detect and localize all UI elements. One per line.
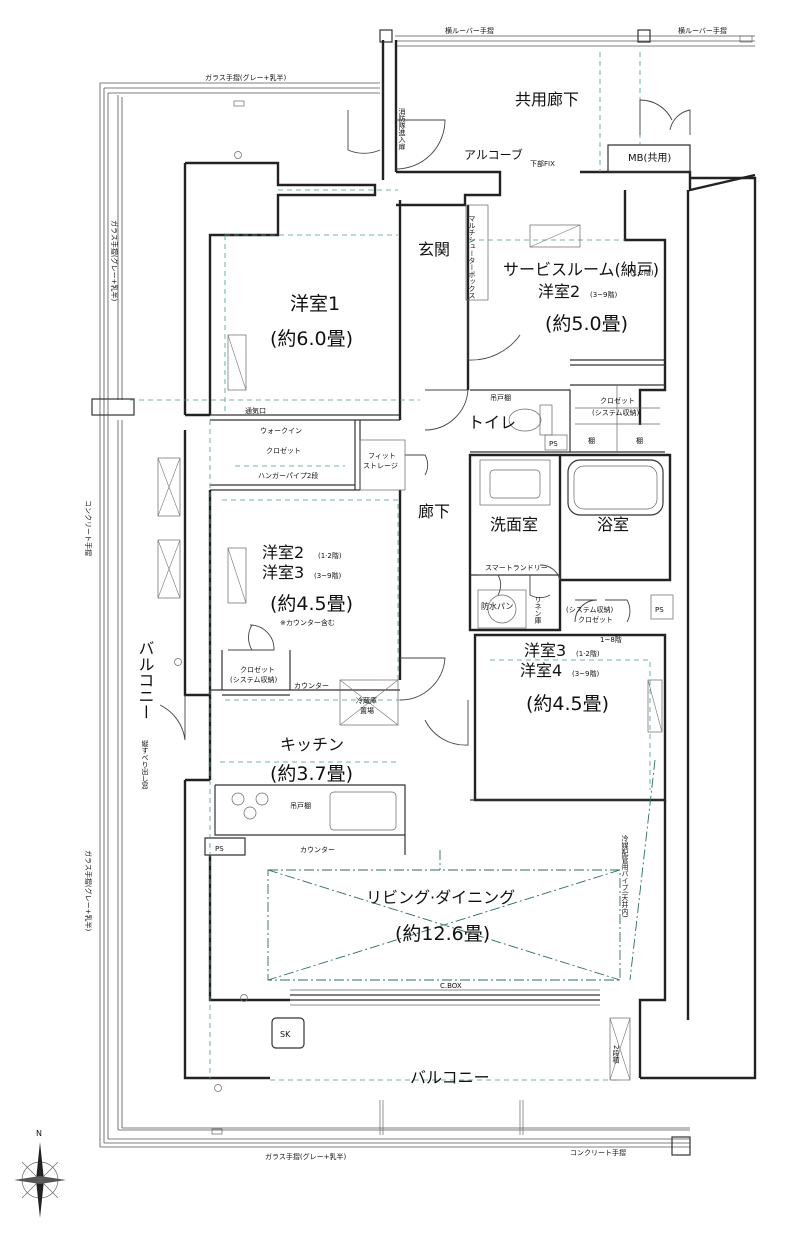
western-room-2b-label: 洋室2 bbox=[538, 282, 580, 301]
western-room-3a-floors: (3~9階) bbox=[314, 571, 342, 580]
counter-included-note: ※カウンター含む bbox=[280, 618, 335, 627]
western-room-4-area: (約4.5畳) bbox=[526, 693, 609, 715]
concrete-railing-bottom: コンクリート手摺 bbox=[570, 1148, 626, 1157]
common-corridor-label: 共用廊下 bbox=[515, 90, 579, 109]
walkin-label: ウォークイン bbox=[260, 427, 302, 435]
western-room-2a-label: 洋室2 bbox=[262, 543, 304, 562]
kitchen-area: (約3.7畳) bbox=[270, 763, 353, 785]
hallway-label: 廊下 bbox=[418, 502, 450, 521]
western-room-3b-floors: (1·2階) bbox=[576, 649, 600, 658]
smart-laundry-label: スマートランドリー bbox=[485, 564, 548, 572]
glass-railing-bottom: ガラス手摺(グレー+乳半) bbox=[265, 1152, 346, 1161]
glass-railing-left-upper: ガラス手摺(グレー+乳半) bbox=[110, 220, 119, 301]
refrigerant-pipe-label: 冷媒配管用パイプ(天井内) bbox=[621, 834, 629, 918]
entrance-label: 玄関 bbox=[418, 240, 450, 259]
western-room-2a-floors: (1·2階) bbox=[318, 551, 342, 560]
right-ps-label: PS bbox=[655, 606, 664, 614]
western-room-4-label: 洋室4 bbox=[520, 661, 562, 680]
glass-railing-left-lower: ガラス手摺(グレー+乳半) bbox=[84, 850, 93, 931]
walkin-closet-label: クロゼット bbox=[266, 446, 301, 455]
western-room-1-area: (約6.0畳) bbox=[270, 328, 353, 350]
dashed-guides bbox=[130, 52, 651, 1081]
toilet-cabinet-label: 吊戸棚 bbox=[490, 393, 511, 402]
cbox-label: C.BOX bbox=[440, 982, 462, 990]
service-room-floors: (1·2階) bbox=[630, 268, 654, 277]
washroom-label: 洗面室 bbox=[490, 515, 538, 534]
doors bbox=[159, 99, 691, 746]
western-room-2b-floors: (3~9階) bbox=[590, 290, 618, 299]
kitchen-label: キッチン bbox=[280, 735, 344, 754]
fridge-label-2: 置場 bbox=[360, 706, 374, 715]
linen-storage-label: リネン庫 bbox=[534, 596, 542, 625]
left-closet-label-2: (システム収納) bbox=[230, 675, 278, 684]
alcove-label: アルコーブ bbox=[464, 147, 523, 162]
western-room-3b-label: 洋室3 bbox=[524, 641, 566, 660]
multi-chute-label: マルチシューターボックス bbox=[468, 215, 476, 299]
walls bbox=[183, 40, 757, 1080]
glass-railing-top: ガラス手摺(グレー+乳半) bbox=[205, 73, 286, 82]
casement-window-label: 縦すべり出し窓 bbox=[141, 739, 149, 789]
kitchen-cabinet-label: 吊戸棚 bbox=[290, 801, 311, 810]
vent-label: 通気口 bbox=[245, 406, 266, 415]
toilet-ps-label: PS bbox=[549, 440, 558, 448]
right-closet-label-2: クロゼット bbox=[578, 615, 613, 624]
floor-note-label: 1~8階 bbox=[600, 635, 622, 644]
left-balcony-label: バルコニー bbox=[136, 640, 155, 720]
western-room-3a-label: 洋室3 bbox=[262, 563, 304, 582]
bottom-balcony-label: バルコニー bbox=[410, 1068, 490, 1087]
service-closet-label-1: クロゼット bbox=[600, 396, 635, 405]
toilet-label: トイレ bbox=[468, 413, 516, 432]
left-closet-label-1: クロゼット bbox=[240, 665, 275, 674]
mb-label: MB(共用) bbox=[628, 152, 671, 164]
sk-label: SK bbox=[280, 1030, 291, 1039]
louver-railing-left: 横ルーバー手摺 bbox=[445, 26, 494, 35]
western-room-2a-area: (約4.5畳) bbox=[270, 593, 353, 615]
labels: 横ルーバー手摺 横ルーバー手摺 ガラス手摺(グレー+乳半) ガラス手摺(グレー+… bbox=[84, 26, 727, 1161]
service-room-area: (約5.0畳) bbox=[545, 313, 628, 335]
kitchen-ps-label: PS bbox=[215, 845, 224, 853]
two-stack-label: 2段積 bbox=[612, 1045, 620, 1065]
shelf-left-label: 棚 bbox=[588, 436, 595, 445]
concrete-railing-left: コンクリート手摺 bbox=[84, 500, 93, 556]
fridge-label-1: 冷蔵庫 bbox=[356, 696, 377, 705]
louver-railing-right: 横ルーバー手摺 bbox=[678, 26, 727, 35]
kitchen-counter-label: カウンター bbox=[300, 845, 335, 854]
living-dining-label: リビング·ダイニング bbox=[366, 888, 515, 907]
waterproof-pan-label: 防水パン bbox=[481, 601, 513, 611]
shelf-right-label: 棚 bbox=[636, 436, 643, 445]
fixtures bbox=[157, 151, 664, 1135]
bathroom-label: 浴室 bbox=[597, 515, 629, 534]
compass-north-label: N bbox=[36, 1129, 42, 1138]
service-room-label: サービスルーム(納戸) bbox=[503, 260, 659, 279]
western-room-4-floors: (3~9階) bbox=[572, 669, 600, 678]
service-closet-label-2: (システム収納) bbox=[592, 408, 640, 417]
fit-storage-label-1: フィット bbox=[368, 452, 396, 460]
right-closet-label-1: (システム収納) bbox=[566, 605, 614, 614]
living-dining-area: (約12.6畳) bbox=[395, 923, 490, 945]
lower-fix-label: 下部FIX bbox=[530, 159, 555, 168]
western-room-1-label: 洋室1 bbox=[290, 293, 340, 315]
living-ceiling-diagonals bbox=[267, 759, 656, 981]
hanger-pipe-label: ハンガーパイプ2段 bbox=[258, 471, 318, 480]
fire-door-label: 消防隊進入扉 bbox=[398, 107, 406, 151]
fit-storage-label-2: ストレージ bbox=[363, 462, 398, 470]
small-counter-label: カウンター bbox=[294, 681, 329, 690]
outer-railings bbox=[91, 29, 755, 1156]
compass-icon: N bbox=[14, 1129, 66, 1218]
